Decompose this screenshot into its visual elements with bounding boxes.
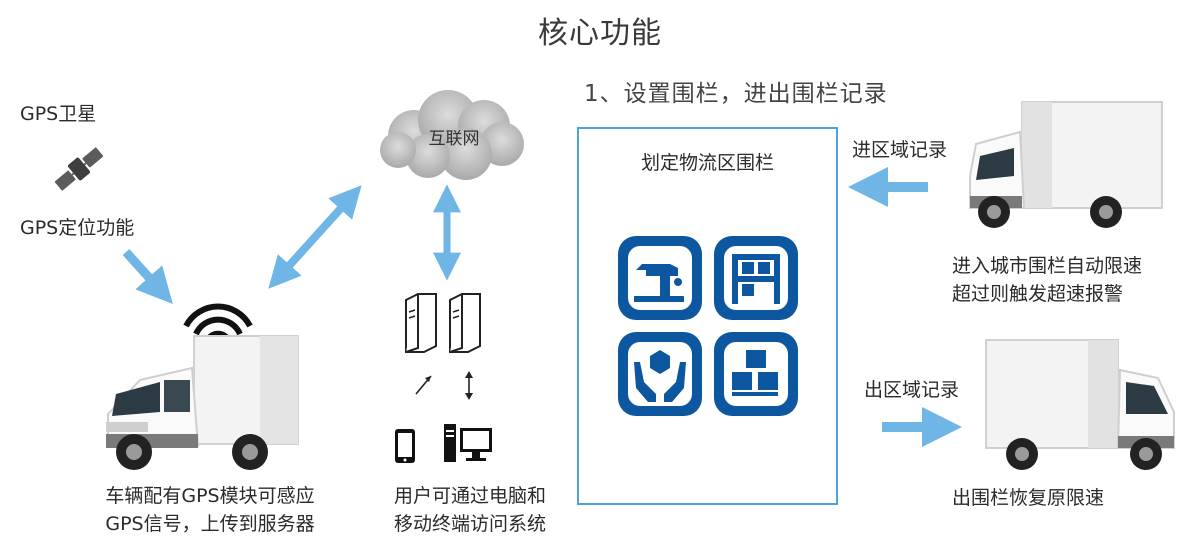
phone-icon xyxy=(395,429,415,463)
servers-caption-line2: 移动终端访问系统 xyxy=(393,513,546,535)
page-title: 核心功能 xyxy=(538,16,662,51)
hand-care-icon xyxy=(618,332,702,416)
computer-icon xyxy=(444,424,492,462)
section-subtitle: 1、设置围栏，进出围栏记录 xyxy=(584,81,888,107)
truck-exit-icon xyxy=(985,339,1175,470)
fence-title: 划定物流区围栏 xyxy=(640,152,774,174)
cloud-icon xyxy=(380,90,524,180)
cloud-label: 互联网 xyxy=(428,129,480,149)
server-icon xyxy=(405,293,481,353)
satellite-icon xyxy=(54,147,104,191)
truck-enter-icon xyxy=(969,101,1163,228)
exit-caption: 出围栏恢复原限速 xyxy=(952,487,1105,509)
fence-panel xyxy=(577,127,838,505)
vehicle-caption-line1: 车辆配有GPS模块可感应 xyxy=(105,485,315,507)
exit-region-label: 出区域记录 xyxy=(864,379,960,401)
fence-logo xyxy=(618,236,798,416)
truck-icon xyxy=(106,335,299,470)
servers-caption-line1: 用户可通过电脑和 xyxy=(393,485,546,507)
sewing-machine-icon xyxy=(618,236,702,320)
gps-function-label: GPS定位功能 xyxy=(20,217,135,239)
enter-caption-line2: 超过则触发超速报警 xyxy=(952,283,1124,305)
gps-satellite-label: GPS卫星 xyxy=(20,103,97,125)
stacked-boxes-icon xyxy=(714,332,798,416)
shelf-icon xyxy=(714,236,798,320)
vehicle-caption-line2: GPS信号，上传到服务器 xyxy=(105,513,315,535)
enter-caption-line1: 进入城市围栏自动限速 xyxy=(952,255,1143,277)
enter-region-label: 进区域记录 xyxy=(852,139,948,161)
